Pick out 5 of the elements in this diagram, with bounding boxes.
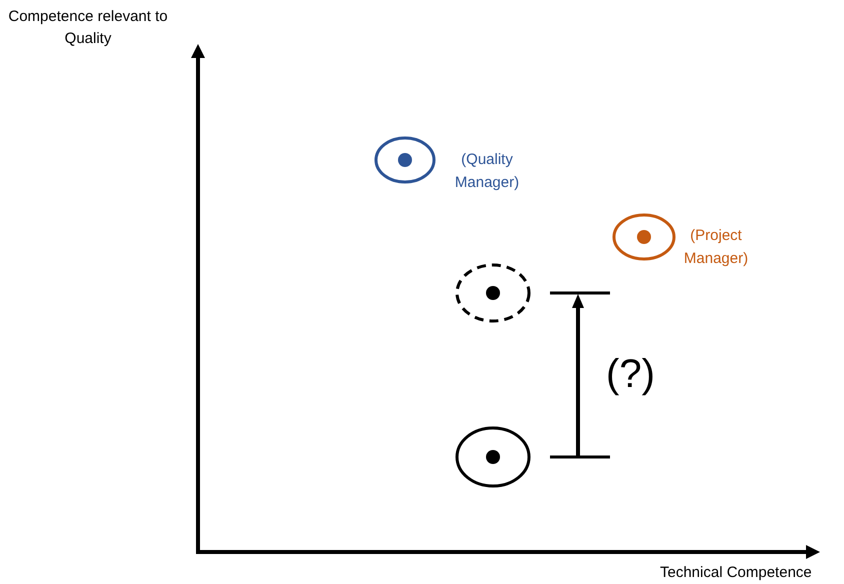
question-label: (?) — [606, 351, 655, 398]
axis-label: Technical Competence — [660, 563, 812, 583]
role-label: (Quality Manager) — [454, 150, 520, 193]
axis-label: Competence relevant to Quality — [8, 7, 168, 49]
role-label: (Project Manager) — [682, 226, 750, 269]
